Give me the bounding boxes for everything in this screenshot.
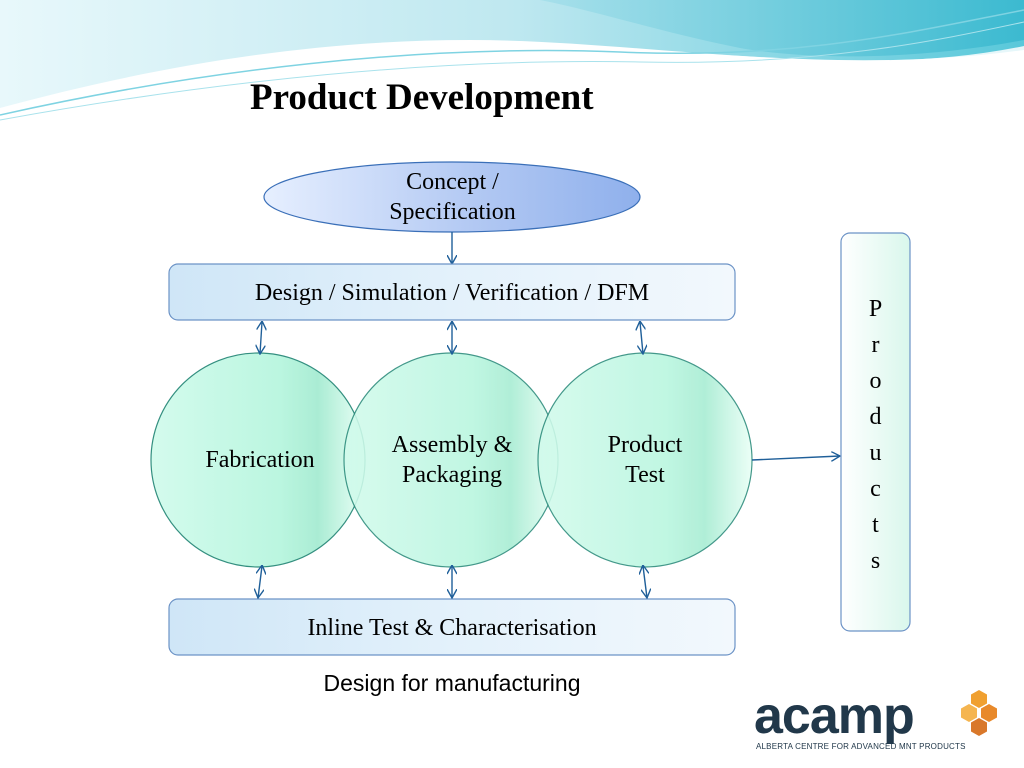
products-letter: r (871, 332, 880, 358)
concept-label-line2: Specification (389, 199, 516, 225)
design-bar (168, 263, 736, 321)
design-bar-label: Design / Simulation / Verification / DFM (254, 280, 650, 306)
products-letter: c (870, 476, 881, 502)
products-letter: t (872, 512, 879, 538)
fabrication-label: Fabrication (205, 447, 315, 473)
inline-test-bar (168, 598, 736, 656)
inline-test-label: Inline Test & Characterisation (307, 615, 597, 641)
products-letter: s (870, 548, 881, 574)
arrow-design-fabrication (260, 322, 262, 354)
arrow-to-products (751, 456, 840, 460)
concept-label: Concept / Specification (300, 166, 605, 228)
header-wave-banner (0, 0, 1024, 130)
concept-label-line1: Concept / (406, 169, 499, 195)
product-test-label-line2: Test (625, 462, 665, 488)
logo-wordmark: acamp (754, 687, 915, 745)
arrow-product-test-inline (643, 566, 647, 598)
logo-subtitle: ALBERTA CENTRE FOR ADVANCED MNT PRODUCTS (756, 742, 966, 751)
products-letter: u (869, 440, 882, 466)
products-letter: P (868, 296, 883, 322)
hexagon-cluster-icon (961, 690, 997, 736)
product-test-label-line1: Product (607, 432, 683, 458)
assembly-label-line2: Packaging (402, 462, 502, 488)
acamp-logo: acamp ALBERTA CENTRE FOR ADVANCED MNT PR… (744, 684, 1002, 756)
products-label: P r o d u c t s (841, 233, 910, 631)
product-test-label: Product Test (548, 428, 742, 492)
page-title: Product Development (250, 77, 594, 118)
arrow-design-product-test (640, 322, 643, 354)
products-letter: d (869, 404, 882, 430)
products-box (840, 232, 911, 632)
arrow-fabrication-inline (258, 566, 262, 598)
assembly-label-line1: Assembly & (391, 432, 513, 458)
products-letter: o (869, 368, 882, 394)
diagram-caption: Design for manufacturing (323, 670, 581, 696)
assembly-packaging-label: Assembly & Packaging (355, 428, 549, 492)
